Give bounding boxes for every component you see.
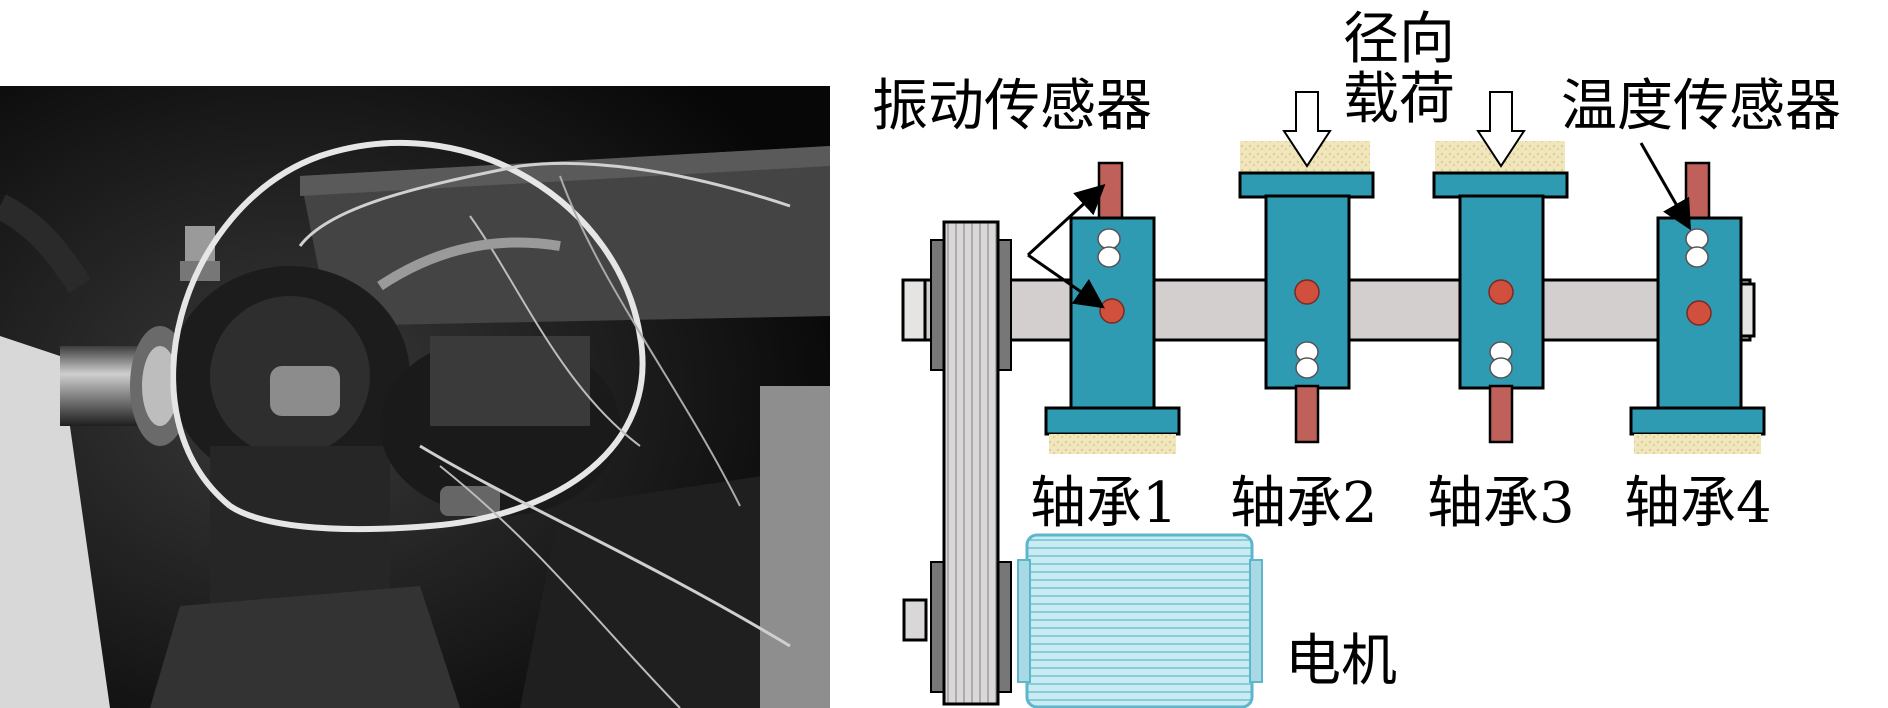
vibration-sensor-dot [1488,279,1514,305]
foundation [1634,434,1761,454]
vibration-sensor-dot [1294,279,1320,305]
temperature-sensor-dot [1097,246,1121,268]
belt-drive [930,220,1012,706]
bearing-4-label: 轴承4 [1624,471,1772,536]
motor-end-cap [1017,559,1031,683]
sensor-rod [1488,384,1514,444]
bearing-1 [1044,161,1181,454]
bearing-3-label: 轴承3 [1427,471,1575,536]
temperature-sensor-dot [1685,246,1709,268]
belt [942,220,1000,706]
vibration-sensor-label: 振动传感器 [872,74,1152,139]
bearing-top-plate [1238,171,1375,199]
sensor-rod [1097,161,1124,223]
temperature-sensor-dot [1685,228,1709,250]
radial-load-label-line2: 载荷 [1343,67,1455,132]
bearing-base [1044,406,1181,436]
bearing-top-plate [1432,171,1569,199]
radial-load-arrow [1476,91,1526,168]
shaft-left-end [901,278,927,342]
motor-label: 电机 [1285,629,1397,694]
sensor-rod [1684,161,1711,223]
bearing-4 [1629,161,1766,454]
bearing-3 [1432,141,1569,444]
motor-end-cap [1249,559,1263,683]
radial-load-arrow [1282,91,1332,168]
temperature-sensor-leader [1639,142,1691,231]
temperature-sensor-dot [1295,357,1319,379]
bearing-1-label: 轴承1 [1030,471,1178,536]
motor-body [1025,533,1254,708]
bearing-2 [1238,141,1375,444]
vibration-sensor-dot [1686,300,1712,326]
vibration-sensor-leader [1026,183,1106,257]
motor [902,533,1263,708]
temperature-sensor-dot [1489,357,1513,379]
bearing-2-label: 轴承2 [1230,471,1378,536]
vibration-sensor-leader [1027,253,1105,309]
foundation [1049,434,1176,454]
radial-load-label-line1: 径向 [1343,7,1455,72]
sensor-rod [1294,384,1320,444]
temperature-sensor-label: 温度传感器 [1561,74,1841,139]
vibration-sensor-dot [1099,298,1125,324]
temperature-sensor-dot [1097,228,1121,250]
bearing-base [1629,406,1766,436]
test-rig-photo [0,86,830,708]
motor-shaft [902,598,928,642]
